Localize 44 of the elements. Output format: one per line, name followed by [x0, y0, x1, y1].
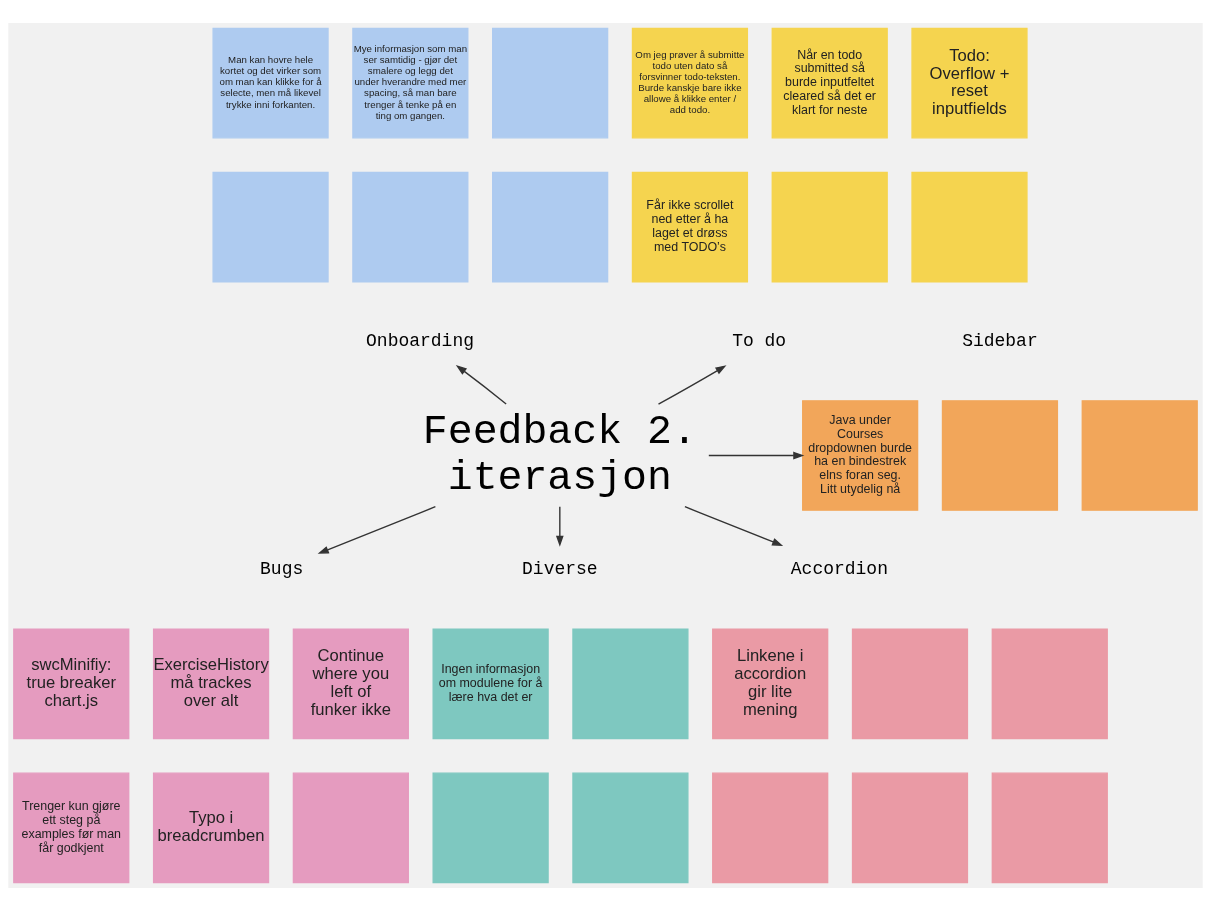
- node-box: [851, 771, 969, 883]
- node-box: [991, 771, 1108, 883]
- arrow: [555, 505, 564, 547]
- node-box: [292, 771, 409, 883]
- node-box: [492, 27, 609, 139]
- node-box: [432, 771, 549, 883]
- node-box: [1081, 399, 1198, 511]
- node-box: [851, 628, 969, 739]
- arrow: [455, 364, 507, 405]
- node-box: [991, 628, 1108, 739]
- node-text: Accordion: [790, 558, 888, 579]
- node-text: Bugs: [260, 558, 304, 579]
- node-text: Sidebar: [962, 330, 1038, 351]
- node-box: Om jeg prøver å submitte todo uten dato så forsvinner todo-teksten. Burde kanskje bare ikke allowe å klikke enter / add todo.: [631, 27, 749, 139]
- node-box: Continue where you left of funker ikke: [292, 628, 409, 739]
- node-box: Linkene i accordion gir lite mening: [712, 628, 829, 739]
- arrow: [708, 451, 805, 459]
- node-box: Får ikke scrollet ned etter å ha laget et drøss med TODO’s: [631, 171, 749, 282]
- arrow: [317, 505, 437, 554]
- node-text: Feedback 2. iterasjon: [422, 407, 697, 501]
- node-box: Typo i breadcrumben: [152, 771, 270, 883]
- node-box: Man kan hovre hele kortet og det virker som om man kan klikke for å selecte, men må likevel trykke inni forkanten.: [212, 27, 329, 139]
- node-box: Når en todo submitted så burde inputfeltet cleared så det er klart for neste: [771, 27, 888, 139]
- node-box: [572, 771, 689, 883]
- node-box: Java under Courses dropdownen burde ha en bindestrek elns foran seg. Litt utydelig nå: [802, 399, 919, 511]
- node-box: Trenger kun gjøre ett steg på examples før man får godkjent: [13, 771, 130, 883]
- node-text: Onboarding: [366, 330, 475, 351]
- node-box: Todo: Overflow + reset inputfields: [911, 27, 1028, 139]
- node-box: [771, 171, 888, 282]
- node-box: [712, 771, 829, 883]
- node-box: [212, 171, 329, 282]
- node-box: swcMinifiy: true breaker chart.js: [13, 628, 130, 739]
- node-text: To do: [732, 330, 787, 351]
- node-box: [352, 171, 469, 282]
- node-box: [911, 171, 1028, 282]
- node-box: Mye informasjon som man ser samtidig - gjør det smalere og legg det under hverandre med mer spacing, så man bare trenger å tenke på en ting om gangen.: [352, 27, 469, 139]
- node-box: [572, 628, 689, 739]
- node-box: [941, 399, 1059, 511]
- arrow: [657, 364, 727, 405]
- node-box: ExerciseHistory må trackes over alt: [152, 628, 270, 739]
- node-text: Diverse: [522, 558, 598, 579]
- node-box: Ingen informasjon om modulene for å lære hva det er: [432, 628, 549, 739]
- arrow: [684, 505, 784, 546]
- node-box: [492, 171, 609, 282]
